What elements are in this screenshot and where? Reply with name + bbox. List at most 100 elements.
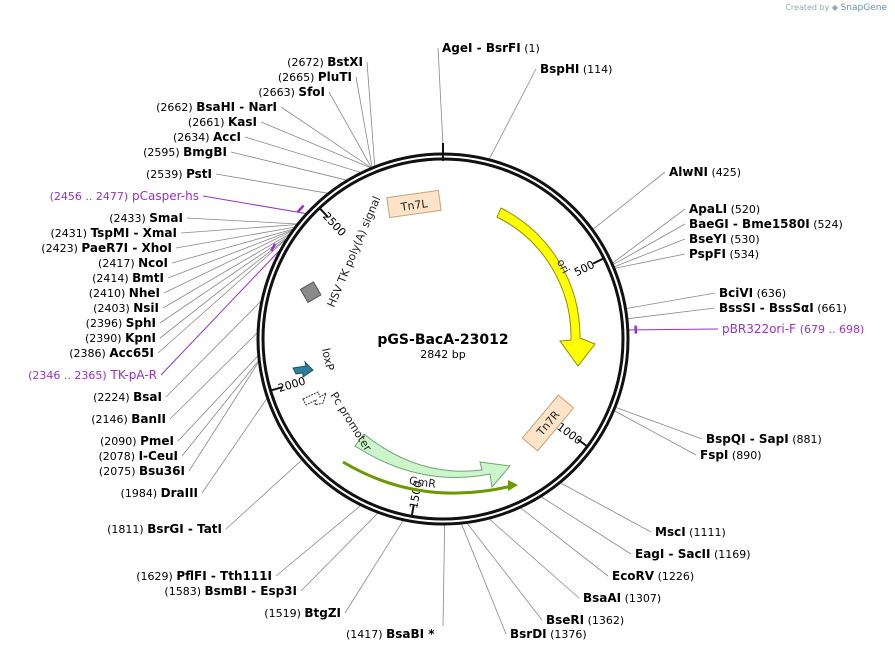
feature-hsv-tk-polya[interactable]: HSV TK poly(A) signal [299,194,384,309]
site-bstxi[interactable]: (2672) BstXI [287,55,363,69]
site-pluti[interactable]: (2665) PluTI [278,70,352,84]
site-fspi[interactable]: FspI (890) [700,448,762,462]
site-bseyi[interactable]: BseYI (530) [689,232,760,246]
site-paer7i[interactable]: (2423) PaeR7I - XhoI [41,241,172,255]
site-position: (2146) [91,413,128,426]
site-kasi[interactable]: (2661) KasI [188,115,257,129]
site-label: EcoRV (1226) [612,569,694,583]
site-acci[interactable]: (2634) AccI [173,130,241,144]
primer-pbr322ori-f[interactable]: pBR322ori-F (679 .. 698) [634,322,865,336]
leader-line [162,233,290,309]
site-bsphi[interactable]: BspHI (114) [540,62,612,76]
site-bmgbi[interactable]: (2595) BmgBI [143,145,227,159]
site-msci[interactable]: MscI (1111) [655,525,726,539]
primer-leader [202,195,306,214]
site-name: BmtI [132,271,164,285]
site-bseri[interactable]: BseRI (1362) [546,613,624,627]
site-tspmi[interactable]: (2431) TspMI - XmaI [51,226,177,240]
feature-ori[interactable]: ori [496,207,596,367]
site-name: BsaBI * [386,627,435,641]
primer-tk-pa-r[interactable]: (2346 .. 2365) TK-pA-R [28,243,277,382]
site-name: BaeGI [689,217,729,231]
site-label: (2431) TspMI - XmaI [51,226,177,240]
site-agei[interactable]: AgeI - BsrFI (1) [442,41,540,55]
feature-tn7l[interactable]: Tn7L [386,189,442,219]
tick-label: 2000 [276,375,307,395]
site-name-2: SacII [678,547,711,561]
site-psti[interactable]: (2539) PstI [146,167,212,181]
site-draiii[interactable]: (1984) DraIII [121,486,198,500]
primer-pcasper-hs[interactable]: (2456 .. 2477) pCasper-hs [50,189,305,213]
site-kpni[interactable]: (2390) KpnI [85,331,156,345]
site-separator: - [128,241,141,255]
feature-label-hsv-tk-polya: HSV TK poly(A) signal [325,194,384,309]
site-apali[interactable]: ApaLI (520) [689,202,760,216]
site-name: BstXI [327,55,363,69]
site-pspfi[interactable]: PspFI (534) [689,247,759,261]
leader-line [626,292,716,309]
site-eagi[interactable]: EagI - SacII (1169) [635,547,751,561]
feature-gmr[interactable]: GmR [342,433,518,495]
site-bsssi[interactable]: BssSI - BssSαI (661) [719,301,847,315]
site-bsu36i[interactable]: (2075) Bsu36I [99,464,185,478]
site-sfoi[interactable]: (2663) SfoI [258,85,325,99]
leader-line [541,496,632,555]
site-bsabi-[interactable]: (1417) BsaBI * [346,627,435,641]
site-label: (2078) I-CeuI [99,449,178,463]
site-label: (2146) BanII [91,412,166,426]
site-name: PmeI [140,434,174,448]
site-label: (2662) BsaHI - NarI [156,100,277,114]
site-name-2: XmaI [143,226,177,240]
site-label: (2414) BmtI [92,271,164,285]
site-label: ApaLI (520) [689,202,760,216]
site-pflfi[interactable]: (1629) PflFI - Tth111I [136,569,272,583]
site-bsahi[interactable]: (2662) BsaHI - NarI [156,100,277,114]
leader-line [614,410,697,456]
site-label: (2224) BsaI [93,390,162,404]
site-ecorv[interactable]: EcoRV (1226) [612,569,694,583]
site-bsmbi[interactable]: (1583) BsmBI - Esp3I [164,584,297,598]
site-bsrgi[interactable]: (1811) BsrGI - TatI [107,522,222,536]
feature-pc-promoter[interactable]: Pc promoter [302,390,374,454]
leader-line [157,239,286,354]
site-smai[interactable]: (2433) SmaI [109,211,183,225]
site-bsrdi[interactable]: BsrDI (1376) [510,627,587,641]
site-pmei[interactable]: (2090) PmeI [100,434,174,448]
leader-line [159,238,287,339]
leader-line [177,355,259,442]
site-baegi[interactable]: BaeGI - Bme1580I (524) [689,217,843,231]
site-position: (2663) [258,86,295,99]
site-bcivi[interactable]: BciVI (636) [719,286,786,300]
site-position: (2595) [143,146,180,159]
site-position: (1307) [625,592,662,605]
site-bsai[interactable]: (2224) BsaI [93,390,162,404]
site-banii[interactable]: (2146) BanII [91,412,166,426]
feature-label-pc-promoter: Pc promoter [327,390,374,454]
site-name: EcoRV [612,569,655,583]
plasmid-size: 2842 bp [420,348,465,361]
site-acc65i[interactable]: (2386) Acc65I [69,346,154,360]
site-name-2: Esp3I [260,584,297,598]
feature-label-ori: ori [554,257,572,276]
site-position: (1629) [136,570,173,583]
site-position: (2672) [287,56,324,69]
site-position: (520) [731,203,761,216]
tick-mark [577,438,588,448]
site-bspqi[interactable]: BspQI - SapI (881) [706,432,822,446]
feature-loxp[interactable]: loxP [292,347,337,378]
site-i-ceui[interactable]: (2078) I-CeuI [99,449,178,463]
site-name: PspFI [689,247,726,261]
site-position: (2414) [92,272,129,285]
site-ncoi[interactable]: (2417) NcoI [98,256,168,270]
primer-range: (679 .. 698) [800,323,865,336]
site-bsaai[interactable]: BsaAI (1307) [583,591,661,605]
site-alwni[interactable]: AlwNI (425) [669,165,741,179]
site-sphi[interactable]: (2396) SphI [86,316,156,330]
site-nsii[interactable]: (2403) NsiI [93,301,159,315]
site-label: PspFI (534) [689,247,759,261]
site-label: (2403) NsiI [93,301,159,315]
site-name: ApaLI [689,202,727,216]
site-btgzi[interactable]: (1519) BtgZI [264,606,341,620]
site-nhei[interactable]: (2410) NheI [89,286,160,300]
site-bmti[interactable]: (2414) BmtI [92,271,164,285]
